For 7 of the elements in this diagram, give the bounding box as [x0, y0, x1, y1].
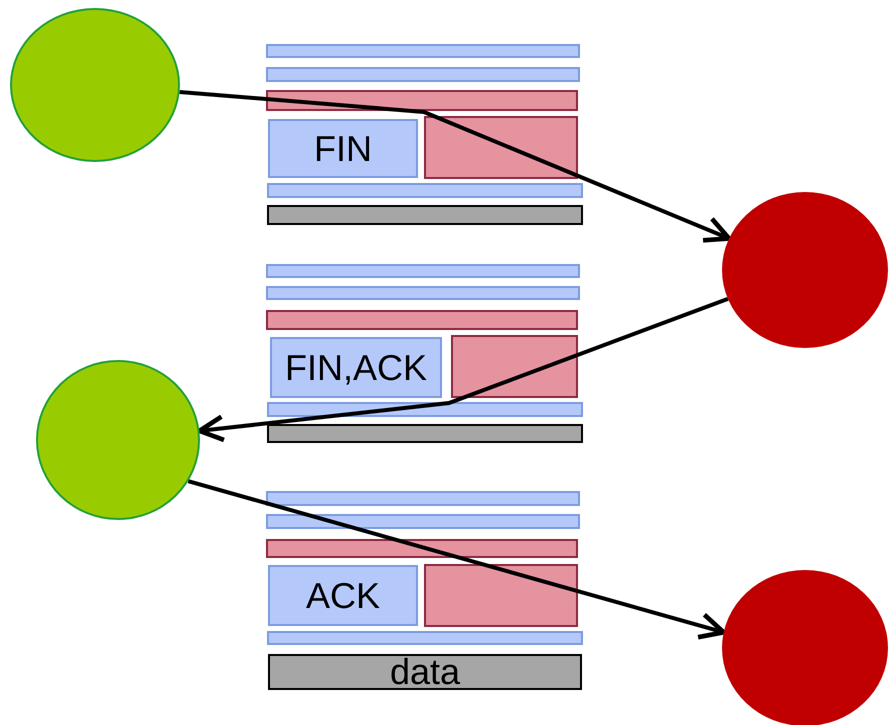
packet-field-box: FIN — [268, 119, 418, 178]
packet-field-box: ACK — [268, 565, 418, 626]
arrow — [197, 296, 729, 442]
packet-field-box: FIN,ACK — [270, 337, 442, 398]
arrow — [179, 90, 732, 243]
arrow — [188, 479, 726, 640]
payload-bar: data — [268, 654, 582, 690]
